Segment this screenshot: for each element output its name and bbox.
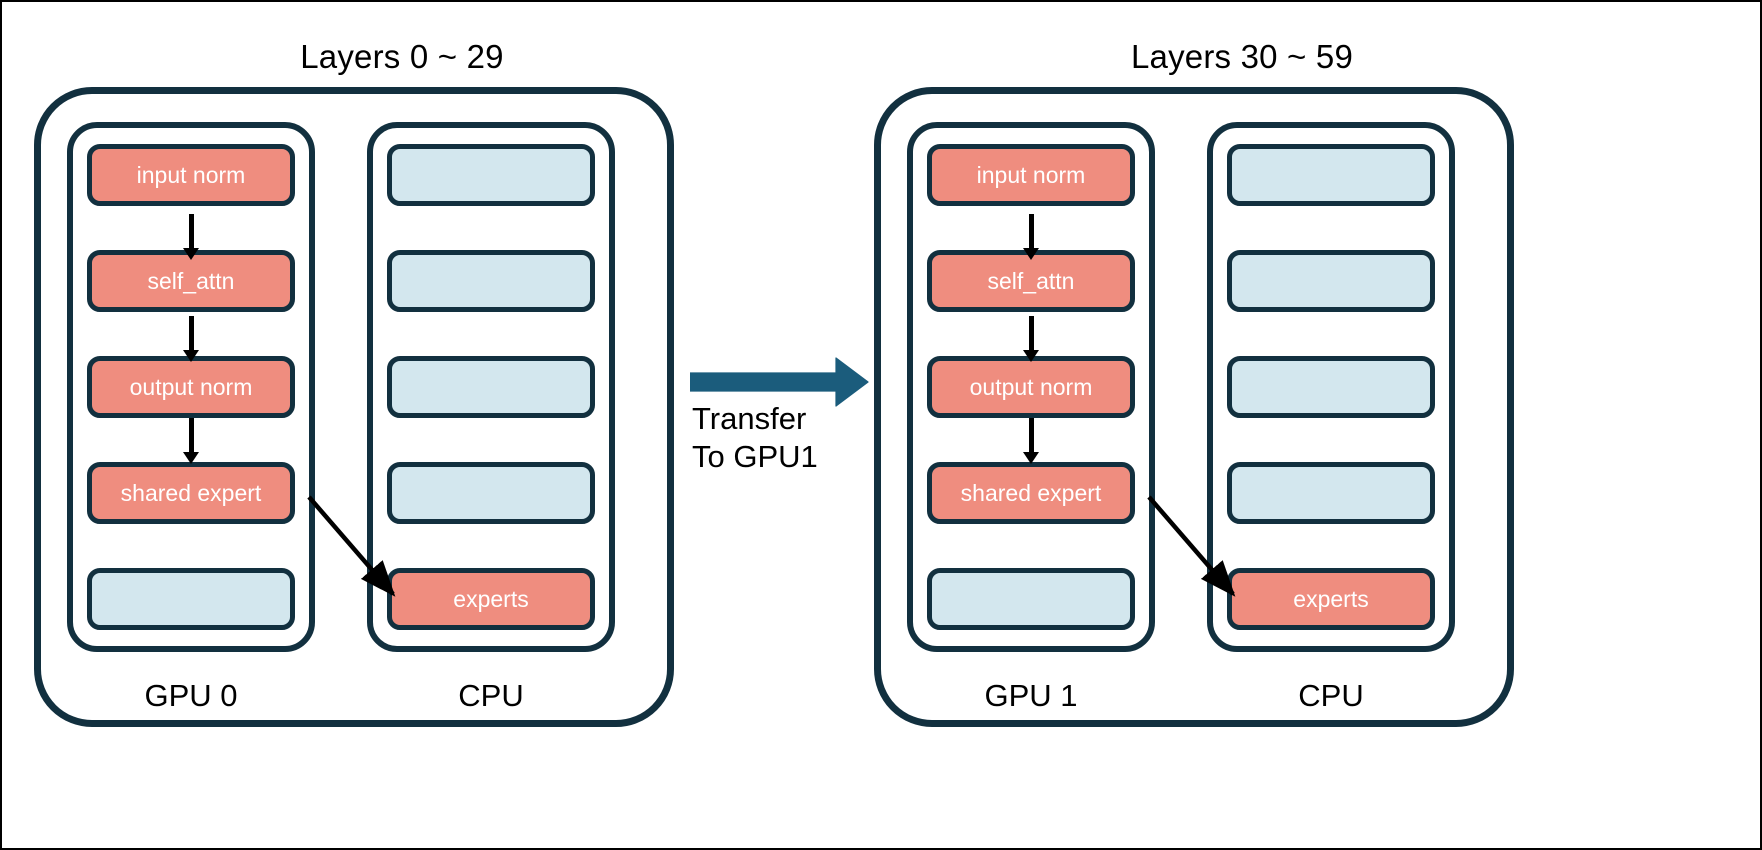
cpu-column-left: experts	[367, 122, 615, 652]
unit-idle-slot[interactable]	[1227, 462, 1435, 524]
flow-arrow-down-icon	[1023, 214, 1039, 260]
gpu-caption-left: GPU 0	[144, 678, 238, 713]
unit-label: output norm	[969, 373, 1093, 400]
gpu-caption-right: GPU 1	[984, 678, 1078, 713]
unit-label: self_attn	[147, 267, 235, 294]
flow-arrow-down-icon	[183, 316, 199, 362]
flow-arrow-down-icon	[183, 418, 199, 464]
unit-idle-slot[interactable]	[387, 462, 595, 524]
unit-label: output norm	[129, 373, 253, 400]
group-title-left: Layers 0 ~ 29	[300, 38, 504, 75]
transfer-line-2: To GPU1	[692, 439, 818, 474]
transfer-line-1: Transfer	[692, 401, 807, 436]
group-title-right: Layers 30 ~ 59	[1130, 38, 1354, 75]
group-shell-left: input norm self_attn output norm shared …	[34, 87, 674, 727]
unit-input-norm[interactable]: input norm	[87, 144, 295, 206]
flow-arrow-down-icon	[1023, 418, 1039, 464]
transfer-arrow-icon	[690, 357, 869, 407]
unit-experts[interactable]: experts	[1227, 568, 1435, 630]
flow-arrow-down-icon	[183, 214, 199, 260]
unit-label: experts	[453, 585, 529, 612]
unit-idle-slot[interactable]	[1227, 144, 1435, 206]
unit-idle-slot[interactable]	[927, 568, 1135, 630]
unit-idle-slot[interactable]	[1227, 356, 1435, 418]
unit-idle-slot[interactable]	[387, 356, 595, 418]
gpu-column-left: input norm self_attn output norm shared …	[67, 122, 315, 652]
cpu-caption-right: CPU	[1298, 678, 1364, 713]
unit-label: shared expert	[960, 479, 1102, 506]
unit-idle-slot[interactable]	[87, 568, 295, 630]
unit-label: input norm	[136, 161, 246, 188]
group-shell-right: input norm self_attn output norm shared …	[874, 87, 1514, 727]
unit-input-norm[interactable]: input norm	[927, 144, 1135, 206]
cpu-column-right: experts	[1207, 122, 1455, 652]
unit-label: experts	[1293, 585, 1369, 612]
unit-label: shared expert	[120, 479, 262, 506]
unit-shared-expert[interactable]: shared expert	[927, 462, 1135, 524]
flow-arrow-down-icon	[1023, 316, 1039, 362]
gpu-column-right: input norm self_attn output norm shared …	[907, 122, 1155, 652]
unit-output-norm[interactable]: output norm	[87, 356, 295, 418]
unit-idle-slot[interactable]	[1227, 250, 1435, 312]
unit-shared-expert[interactable]: shared expert	[87, 462, 295, 524]
unit-idle-slot[interactable]	[387, 144, 595, 206]
unit-experts[interactable]: experts	[387, 568, 595, 630]
unit-label: input norm	[976, 161, 1086, 188]
unit-output-norm[interactable]: output norm	[927, 356, 1135, 418]
unit-label: self_attn	[987, 267, 1075, 294]
cpu-caption-left: CPU	[458, 678, 524, 713]
unit-idle-slot[interactable]	[387, 250, 595, 312]
